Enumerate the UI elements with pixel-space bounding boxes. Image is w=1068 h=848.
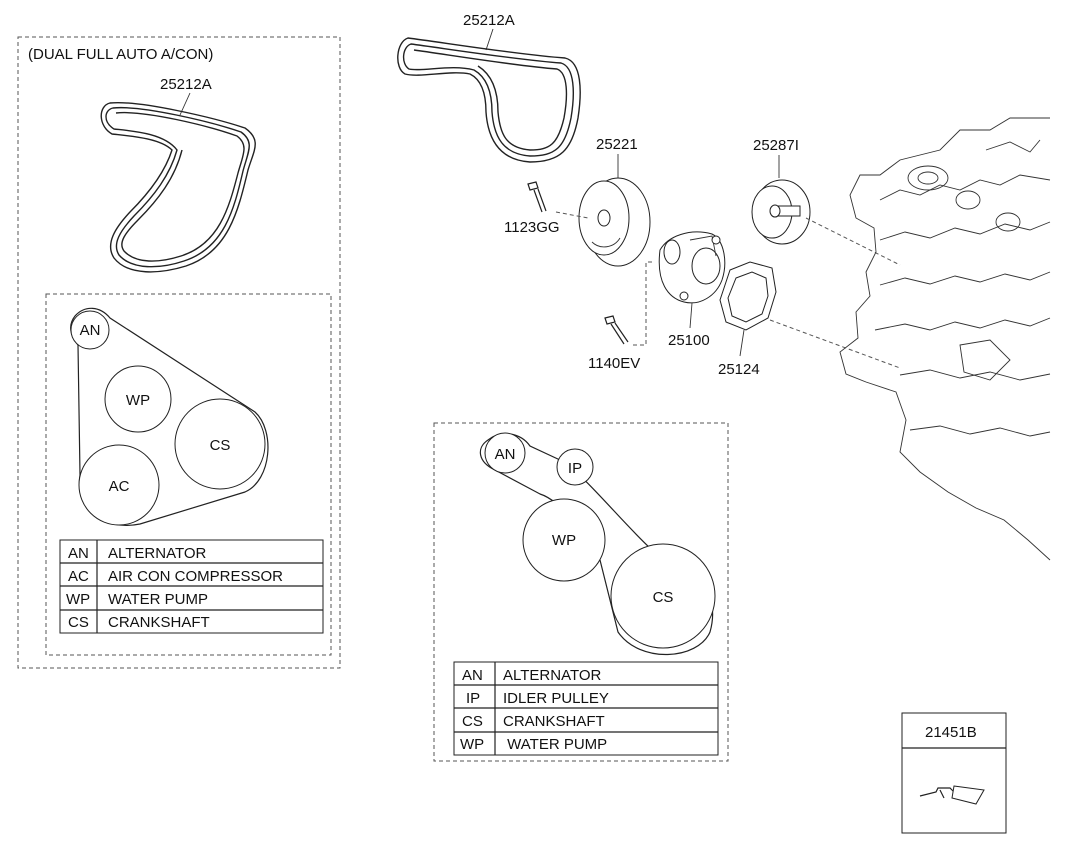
left-belt-part-label: 25212A	[160, 76, 212, 93]
center-legend-code: AN	[462, 667, 483, 684]
pump-bolt-part-label: 1140EV	[588, 355, 640, 372]
gasket-drawing	[719, 261, 777, 331]
engine-block-drawing	[839, 117, 1051, 561]
left-belt-drawing	[100, 101, 256, 273]
water-pump-part-label: 25100	[668, 332, 710, 349]
left-pulley-ac	[78, 444, 160, 526]
left-belt-routing-frame	[45, 293, 332, 656]
left-legend-name: CRANKSHAFT	[108, 614, 210, 631]
main-parts: 25212A 25221 1123GG 25287I	[397, 12, 901, 378]
left-pulley-cs-label: CS	[210, 437, 231, 454]
center-pulley-ip-label: IP	[568, 460, 582, 477]
tensioner-part-label: 25287I	[753, 137, 799, 154]
idler-bolt-part-label: 1123GG	[504, 219, 560, 236]
left-legend-table: AN ALTERNATOR AC AIR CON COMPRESSOR WP W…	[59, 539, 324, 634]
left-legend-code: AC	[68, 568, 89, 585]
center-pulley-wp-label: WP	[552, 532, 576, 549]
left-legend-code: CS	[68, 614, 89, 631]
assembly-lines	[555, 211, 901, 369]
center-legend-name: IDLER PULLEY	[503, 690, 609, 707]
center-legend-name: CRANKSHAFT	[503, 713, 605, 730]
left-pulley-an-label: AN	[80, 322, 101, 339]
left-legend-code: AN	[68, 545, 89, 562]
center-legend-code: WP	[460, 736, 484, 753]
left-pulley-an	[70, 310, 110, 350]
left-pulley-ac-label: AC	[109, 478, 130, 495]
main-belt-drawing	[397, 37, 581, 163]
center-pulley-cs	[610, 543, 716, 649]
sealant-box-frame	[901, 712, 1007, 834]
pump-bolt-drawing	[604, 315, 629, 345]
left-pulley-cs	[174, 398, 266, 490]
center-pulley-ip	[556, 448, 594, 486]
center-legend-table: AN ALTERNATOR IP IDLER PULLEY CS CRANKSH…	[453, 661, 719, 756]
left-group-title: (DUAL FULL AUTO A/CON)	[28, 46, 213, 63]
center-legend-code: CS	[462, 713, 483, 730]
sealant-part-label: 21451B	[925, 724, 977, 741]
gasket-leader	[739, 329, 745, 357]
center-legend-code: IP	[466, 690, 480, 707]
water-pump-leader	[689, 302, 693, 329]
sealant-box: 21451B	[901, 712, 1007, 834]
center-pulley-wp	[522, 498, 606, 582]
gasket-part-label: 25124	[718, 361, 760, 378]
center-pulley-cs-label: CS	[653, 589, 674, 606]
left-legend-name: AIR CON COMPRESSOR	[108, 568, 283, 585]
main-belt-leader	[485, 28, 494, 51]
center-legend-name: ALTERNATOR	[503, 667, 602, 684]
center-group-frame	[433, 422, 729, 762]
main-belt-part-label: 25212A	[463, 12, 515, 29]
center-pulley-an-label: AN	[495, 446, 516, 463]
left-legend-name: WATER PUMP	[108, 591, 208, 608]
center-pulley-an	[484, 432, 526, 474]
left-legend-name: ALTERNATOR	[108, 545, 207, 562]
idler-bolt-drawing	[527, 181, 547, 213]
center-legend-name: WATER PUMP	[503, 736, 607, 753]
left-group: (DUAL FULL AUTO A/CON) 25212A AN WP CS A…	[17, 36, 341, 669]
sealant-tube-icon	[919, 785, 985, 805]
idler-pulley-part-label: 25221	[596, 136, 638, 153]
left-pulley-wp-label: WP	[126, 392, 150, 409]
center-group: AN IP WP CS AN ALTERNATOR IP IDLER PULLE…	[433, 422, 729, 762]
left-group-frame	[17, 36, 341, 669]
tensioner-drawing	[751, 179, 811, 245]
left-legend-code: WP	[66, 591, 90, 608]
idler-pulley-drawing	[578, 177, 651, 267]
water-pump-drawing	[658, 231, 726, 304]
left-pulley-wp	[104, 365, 172, 433]
